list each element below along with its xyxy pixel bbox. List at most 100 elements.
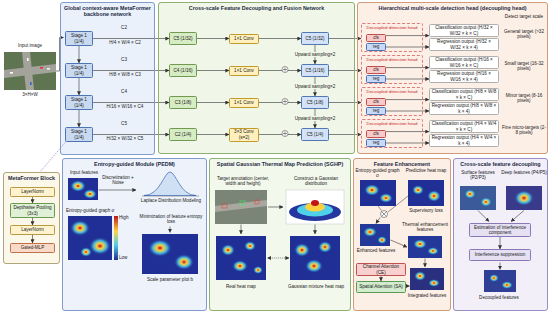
panel-title: Decoupled detection head <box>366 121 417 126</box>
arrow <box>315 225 316 235</box>
connector <box>197 38 229 39</box>
panel: Cross-scale feature decouplingEstimation… <box>453 158 548 311</box>
panel: Global context-aware MetaFormer backbone… <box>60 2 155 155</box>
annotation-label: Detect target scale <box>501 14 547 19</box>
car <box>30 82 32 85</box>
annotation-label: Minor target (8-16 pixels) <box>501 93 547 104</box>
annotation-label: H/4 × W/4 × C2 <box>94 40 156 45</box>
node-text: Classification output (H/32 × W/32 × k ×… <box>432 25 497 36</box>
heat-blob <box>80 247 92 257</box>
heat-blob <box>232 260 248 272</box>
node-text: reg <box>373 140 380 145</box>
predictive-map <box>408 180 444 206</box>
arrow <box>425 259 426 268</box>
add-symbol <box>282 131 288 137</box>
heat-blob <box>305 259 323 273</box>
panel-title: Hierarchical multi-scale detection head … <box>379 4 527 11</box>
annotation-label: Deep features (P4/P5) <box>501 170 547 175</box>
annotation-label: Fine micro-targets (2-8 pixels) <box>501 125 547 136</box>
node-text: Interference suppression <box>475 252 526 257</box>
node-text: Stage 1 (1/4) <box>68 33 91 44</box>
annotation-label: Small target (16-32 pixels) <box>501 61 547 72</box>
connector <box>259 70 301 71</box>
connector <box>197 70 229 71</box>
edge-label: Upward sampling×2 <box>294 52 337 57</box>
annotation-label: Surface features (P2/P3) <box>455 170 501 181</box>
node-text: Stage 1 (1/4) <box>68 65 91 76</box>
entropy-map <box>68 216 112 260</box>
panel-title: Decoupled detection head <box>366 89 417 94</box>
heat-blob <box>70 180 86 192</box>
annotation-label: Thermal enhancement features <box>402 222 448 233</box>
annotation-label: Real heat map <box>212 284 270 289</box>
annotation-label: Integrated features <box>404 293 450 298</box>
panel: Cross-scale Feature Decoupling and Fusio… <box>158 2 355 154</box>
heat-blob <box>427 190 441 202</box>
heat-blob <box>294 243 310 257</box>
annotation-label: Supervisory loss <box>404 208 448 213</box>
process-box: C5 (1/32) <box>301 32 329 45</box>
detection-head: Decoupled detection headclsreg <box>361 55 423 84</box>
process-box: C2 (1/4) <box>169 128 197 141</box>
panel-title: Cross-scale Feature Decoupling and Fusio… <box>189 4 324 11</box>
panel-fill <box>353 158 451 311</box>
line <box>378 206 382 211</box>
target-box <box>240 201 245 205</box>
multiply-symbol <box>381 211 388 218</box>
node-text: reg <box>373 76 380 81</box>
heat-blob <box>364 184 380 196</box>
process-box: Channel Attention (CE) <box>356 263 406 276</box>
annotation-label: C2 <box>95 25 153 30</box>
process-box: Estimation of interference component <box>469 223 531 237</box>
heat-blob <box>89 237 111 255</box>
edge-label: Upward sampling×2 <box>294 116 337 121</box>
annotation-label: Entropy-guided graph σ <box>355 168 400 179</box>
process-box: LayerNorm <box>10 187 55 197</box>
node-text: Estimation of interference component <box>472 225 529 236</box>
arrow <box>478 211 489 222</box>
heat-blob <box>70 220 90 236</box>
decoupled-features <box>484 270 516 292</box>
annotation-label: Entropy-guided graph σ <box>66 208 128 213</box>
panel-title: Global context-aware MetaFormer backbone… <box>63 4 153 17</box>
panel-fill <box>453 158 548 311</box>
process-box: cls <box>366 34 386 42</box>
annotation-label: Input image <box>6 43 54 48</box>
node-text: 1×1 Conv <box>234 36 254 41</box>
heat-blob <box>221 244 235 256</box>
panel-fill <box>3 2 548 311</box>
car <box>10 72 13 74</box>
detection-head: Decoupled detection head cls reg <box>361 23 423 52</box>
detection-head: Decoupled detection headclsreg <box>361 87 423 116</box>
node-text: Stage 1 (1/4) <box>68 97 91 108</box>
annotation-label: C3 <box>95 57 153 62</box>
node-text: Classification output (H/16 × W/16 × k ×… <box>432 57 497 68</box>
heat-blob <box>427 247 439 255</box>
heat-blob <box>464 189 476 199</box>
process-box: Spatial Attention (SA) <box>356 281 406 293</box>
arrow <box>170 227 171 233</box>
node-text: Regression output (H/8 × W/8 × k × 4) <box>432 103 497 114</box>
arrow <box>406 286 410 287</box>
multiply-symbol <box>382 212 387 217</box>
road <box>215 200 267 212</box>
panel-title: Decoupled detection head <box>366 57 417 62</box>
target-box <box>255 200 259 204</box>
process-box: Stage 1 (1/4) <box>65 127 93 142</box>
node-text: Spatial Attention (SA) <box>359 284 403 289</box>
node-text: reg <box>373 44 380 49</box>
panel: MetaFormer BlockLayerNormDepthwise Pooli… <box>3 172 60 264</box>
annotation-label: Laplace Distribution Modeling <box>140 198 202 203</box>
connector <box>259 38 301 39</box>
edge-label: Upward sampling×2 <box>294 84 337 89</box>
panel-title: Decoupled detection head <box>366 25 417 30</box>
annotation-label: Input features <box>64 170 104 175</box>
panel-fill <box>60 2 155 155</box>
target-box <box>222 204 227 208</box>
process-box: LayerNorm <box>10 225 55 235</box>
process-box: Classification output (H/4 × W/4 × k × C… <box>429 120 499 133</box>
connector <box>79 110 80 127</box>
scale-plot <box>142 234 198 274</box>
mixture-heat-map <box>290 236 340 280</box>
annotation-label: Scale parameter plot b <box>138 277 202 282</box>
